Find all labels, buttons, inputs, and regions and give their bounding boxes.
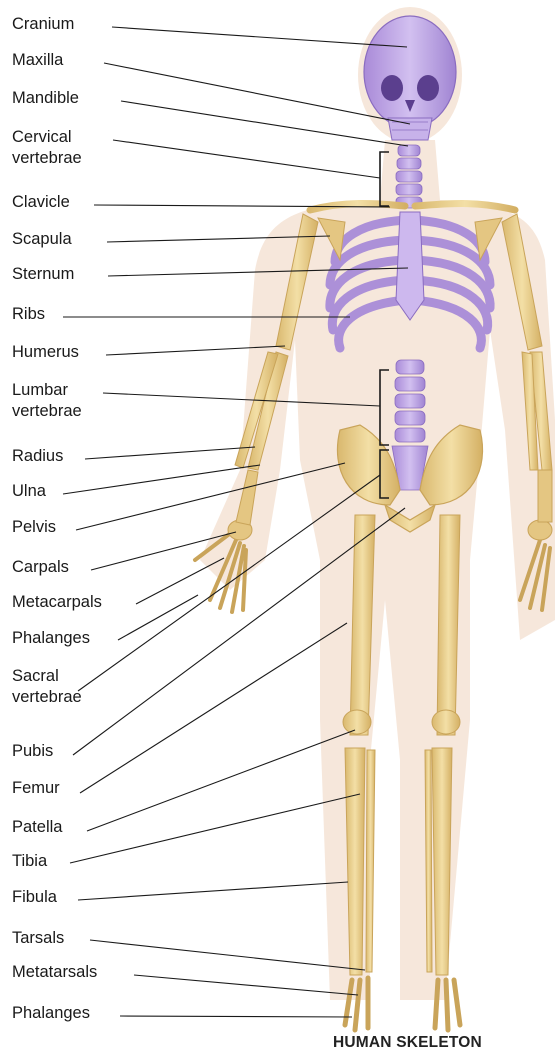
label-phalanges-hand: Phalanges	[12, 628, 90, 649]
label-lumbar-vertebrae: Lumbar vertebrae	[12, 380, 82, 422]
label-metacarpals: Metacarpals	[12, 592, 102, 613]
label-sacral-vertebrae: Sacral vertebrae	[12, 666, 82, 708]
label-tarsals: Tarsals	[12, 928, 64, 949]
label-maxilla: Maxilla	[12, 50, 63, 71]
label-ulna: Ulna	[12, 481, 46, 502]
label-cranium: Cranium	[12, 14, 74, 35]
label-clavicle: Clavicle	[12, 192, 70, 213]
label-humerus: Humerus	[12, 342, 79, 363]
label-tibia: Tibia	[12, 851, 47, 872]
label-sternum: Sternum	[12, 264, 74, 285]
label-radius: Radius	[12, 446, 63, 467]
label-cervical-vertebrae: Cervical vertebrae	[12, 127, 82, 169]
label-phalanges-foot: Phalanges	[12, 1003, 90, 1024]
sternum	[396, 212, 424, 320]
label-scapula: Scapula	[12, 229, 72, 250]
label-ribs: Ribs	[12, 304, 45, 325]
label-femur: Femur	[12, 778, 60, 799]
label-carpals: Carpals	[12, 557, 69, 578]
label-pubis: Pubis	[12, 741, 53, 762]
label-fibula: Fibula	[12, 887, 57, 908]
label-pelvis: Pelvis	[12, 517, 56, 538]
label-mandible: Mandible	[12, 88, 79, 109]
label-metatarsals: Metatarsals	[12, 962, 97, 983]
label-patella: Patella	[12, 817, 62, 838]
diagram-caption: HUMAN SKELETON	[333, 1034, 482, 1052]
